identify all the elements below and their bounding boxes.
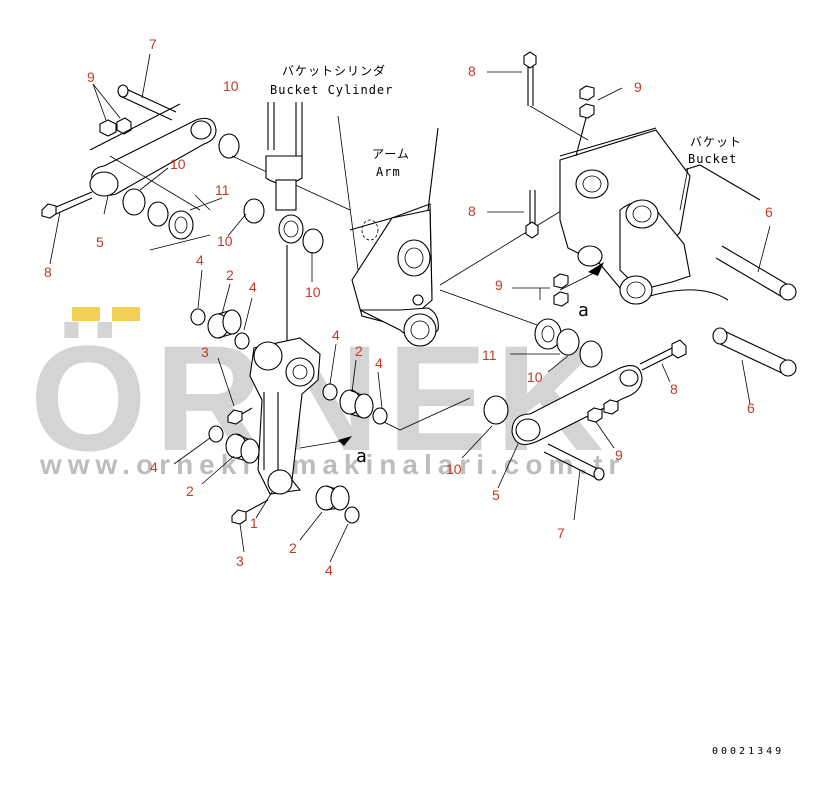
callout-1: 1: [250, 515, 258, 531]
washer-10-b: [122, 188, 146, 216]
view-marker-a-left: a: [356, 446, 368, 467]
callout-7: 7: [557, 525, 565, 541]
callout-5: 5: [492, 487, 500, 503]
grease-fitting-3-b: [231, 499, 269, 525]
nut-9-right-top: [575, 85, 623, 157]
link-plate-5-lower: [511, 365, 643, 446]
ring-4-e: [372, 407, 388, 425]
bushing-2-d: [315, 485, 350, 511]
callout-4: 4: [375, 355, 383, 371]
nut-9-right-lower: [587, 399, 619, 449]
label-bucket-jp: バケット: [690, 135, 742, 149]
washer-11-a: [168, 210, 194, 240]
washer-10-g: [579, 340, 603, 368]
watermark-url: www.orneklismakinalari.com.tr: [39, 449, 625, 480]
callout-10: 10: [446, 461, 462, 477]
callout-9: 9: [87, 69, 95, 85]
arm-hidden-hole: [361, 219, 379, 241]
callout-11: 11: [482, 347, 497, 363]
bolt-8-right-top: [487, 51, 589, 141]
callout-9: 9: [495, 277, 503, 293]
callout-10: 10: [305, 284, 321, 300]
callout-4: 4: [332, 327, 340, 343]
callout-8: 8: [44, 264, 52, 280]
callout-10: 10: [170, 156, 186, 172]
nut-9-right-mid: [512, 273, 569, 307]
callout-2: 2: [289, 540, 297, 556]
reference-number: 00021349: [712, 746, 784, 757]
callout-2: 2: [355, 343, 363, 359]
washer-10-d: [243, 198, 265, 224]
label-bucket-cylinder-jp: バケットシリンダ: [282, 63, 386, 78]
callout-4: 4: [150, 459, 158, 475]
view-arrow-a-right: [588, 262, 604, 276]
pin-6-lower: [712, 327, 797, 405]
bolt-8-right-lower: [639, 339, 687, 383]
callout-5: 5: [96, 234, 104, 250]
callout-6: 6: [765, 204, 773, 220]
watermark-accent-1: [72, 307, 100, 321]
arm: [349, 127, 593, 347]
nut-9-upper: [92, 83, 132, 137]
bushing-2-c: [339, 389, 374, 419]
callout-3: 3: [236, 553, 244, 569]
callout-2: 2: [186, 483, 194, 499]
watermark: ÖRNEK www.orneklismakinalari.com.tr: [30, 307, 625, 482]
callout-4: 4: [249, 279, 257, 295]
bucket-cylinder: [265, 102, 363, 430]
bushing-2-b: [225, 433, 260, 464]
watermark-accent-2: [112, 307, 140, 321]
watermark-brand: ÖRNEK: [30, 314, 612, 482]
callout-2: 2: [226, 267, 234, 283]
pin-7-upper: [117, 53, 177, 121]
callout-8: 8: [468, 63, 476, 79]
callout-11: 11: [215, 182, 230, 198]
ring-4-f: [344, 506, 360, 524]
callout-7: 7: [149, 36, 157, 52]
ring-4-d: [322, 383, 338, 401]
callout-8: 8: [468, 203, 476, 219]
ring-4-b: [234, 332, 250, 350]
callout-8: 8: [670, 381, 678, 397]
washer-10-a: [218, 133, 240, 159]
washer-10-h: [483, 395, 509, 425]
callout-10: 10: [527, 369, 543, 385]
view-marker-a-right: a: [578, 300, 590, 321]
view-arrow-a: [338, 436, 352, 446]
callout-9: 9: [615, 447, 623, 463]
label-bucket-cylinder-en: Bucket Cylinder: [270, 83, 393, 97]
callout-6: 6: [747, 400, 755, 416]
pin-7-lower: [543, 443, 605, 521]
washer-10-f: [556, 328, 580, 356]
callout-9: 9: [634, 79, 642, 95]
pin-6-upper: [715, 225, 797, 301]
grease-fitting-3-a: [227, 407, 253, 425]
callout-4: 4: [325, 562, 333, 578]
ring-4-c: [208, 425, 224, 443]
link-plate-5-upper: [89, 103, 217, 197]
label-bucket-en: Bucket: [688, 152, 737, 166]
leader-lines: [103, 167, 569, 563]
callout-10: 10: [217, 233, 233, 249]
label-arm-jp: アーム: [372, 147, 410, 161]
bucket-link-assembly: [249, 337, 321, 495]
washer-10-e: [302, 228, 324, 254]
bushing-2-a: [207, 309, 242, 339]
left-upper-link-group: [41, 53, 351, 265]
washer-10-c: [147, 201, 169, 227]
callout-10: 10: [223, 78, 239, 94]
callout-3: 3: [201, 344, 209, 360]
callout-4: 4: [196, 252, 204, 268]
bolt-8-upper: [41, 191, 93, 265]
bolt-8-right-mid: [487, 190, 539, 239]
bucket: [559, 127, 761, 305]
ring-4-a: [190, 308, 206, 326]
label-arm-en: Arm: [376, 165, 401, 179]
